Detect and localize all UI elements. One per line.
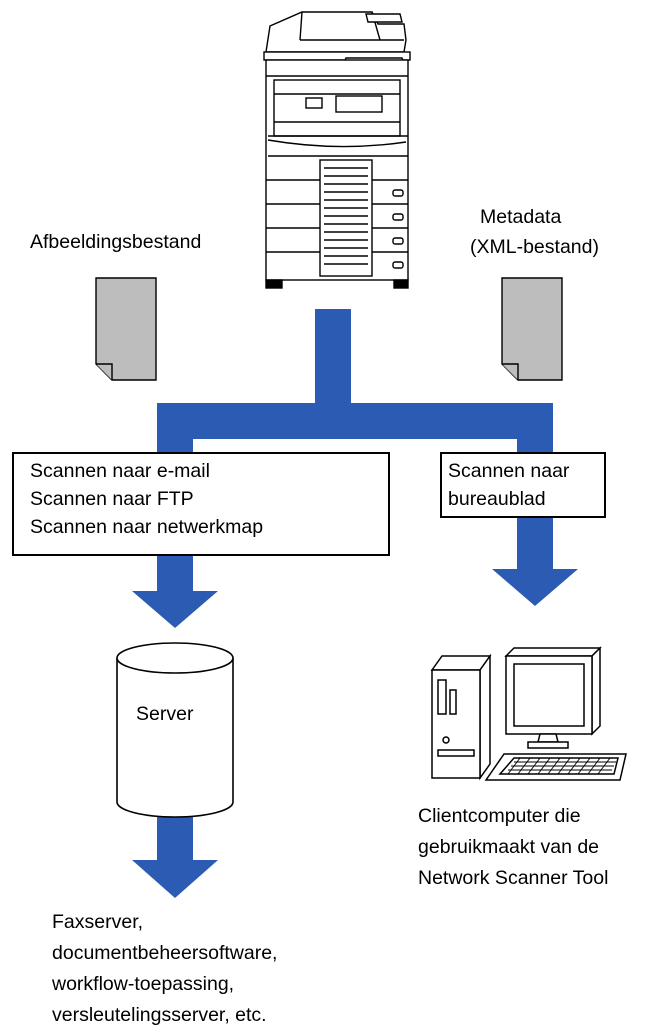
metadata-label-line1: Metadata <box>480 206 562 228</box>
right-drop-connector <box>517 403 553 459</box>
box-line-scan-to: Scannen naar <box>448 460 570 482</box>
document-icon <box>501 277 563 381</box>
metadata-label-line2: (XML-bestand) <box>470 236 599 258</box>
trunk-connector <box>315 309 351 405</box>
scan-destinations-box: Scannen naar e-mail Scannen naar FTP Sca… <box>12 452 390 556</box>
scan-to-desktop-box: Scannen naar bureaublad <box>440 452 606 518</box>
bottom-arrow-head <box>132 860 218 898</box>
destination-line: versleutelingsserver, etc. <box>52 1004 267 1026</box>
destination-line: Faxserver, <box>52 911 144 933</box>
right-arrow-head <box>492 569 578 606</box>
bottom-arrow-shaft <box>157 816 193 862</box>
mfp-printer-icon <box>263 11 411 289</box>
right-arrow-shaft <box>517 515 553 571</box>
document-icon <box>95 277 157 381</box>
client-caption-line: gebruikmaakt van de <box>418 836 600 858</box>
desktop-computer-icon <box>430 646 627 781</box>
box-line-network-folder: Scannen naar netwerkmap <box>30 516 264 538</box>
left-arrow-shaft <box>157 553 193 593</box>
client-caption-line: Network Scanner Tool <box>418 867 609 889</box>
client-caption-line: Clientcomputer die <box>418 805 581 827</box>
image-file-label: Afbeeldingsbestand <box>30 231 202 253</box>
left-drop-connector <box>157 403 193 459</box>
server-database-icon <box>116 642 234 818</box>
horizontal-connector <box>157 403 553 439</box>
box-line-email: Scannen naar e-mail <box>30 460 210 482</box>
box-line-desktop: bureaublad <box>448 488 546 510</box>
client-computer-caption: Clientcomputer die gebruikmaakt van de N… <box>418 802 608 892</box>
left-arrow-head <box>132 591 218 628</box>
destination-systems-caption: Faxserver, documentbeheersoftware, workf… <box>52 908 277 1029</box>
flow-connectors <box>132 309 578 898</box>
server-label: Server <box>136 703 194 725</box>
box-line-ftp: Scannen naar FTP <box>30 488 194 510</box>
destination-line: documentbeheersoftware, <box>52 942 278 964</box>
destination-line: workflow-toepassing, <box>52 973 235 995</box>
